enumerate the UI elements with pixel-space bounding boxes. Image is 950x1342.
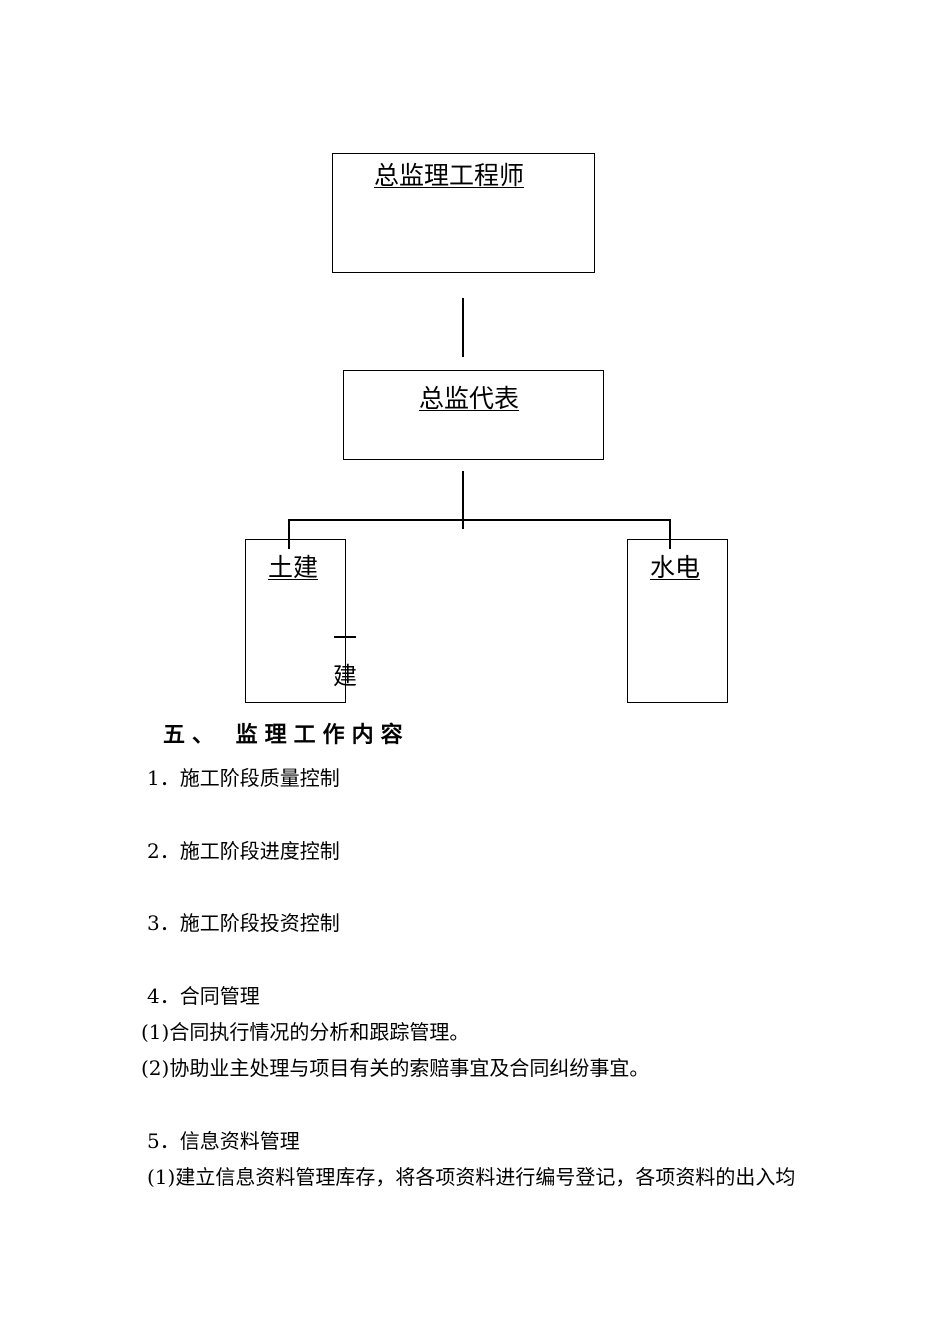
connector-left-drop xyxy=(288,519,290,549)
chief-engineer-label: 总监理工程师 xyxy=(374,161,525,190)
chief-representative-box xyxy=(343,370,604,460)
mep-box xyxy=(627,539,728,703)
chief-representative-label: 总监代表 xyxy=(419,384,520,413)
civil-label: 土建 xyxy=(268,553,319,582)
connector-right-drop xyxy=(669,519,671,549)
civil-note-top: 一 xyxy=(333,624,357,652)
mep-label: 水电 xyxy=(650,553,701,582)
section-heading: 五、 监理工作内容 xyxy=(163,722,410,748)
civil-note-bottom: 建 xyxy=(333,662,357,690)
item-information-sub-1: (1)建立信息资料管理库存，将各项资料进行编号登记，各项资料的出入均 xyxy=(147,1165,796,1189)
item-quality-control: 1．施工阶段质量控制 xyxy=(147,766,340,790)
item-schedule-control: 2．施工阶段进度控制 xyxy=(147,839,340,863)
item-information-management: 5．信息资料管理 xyxy=(147,1129,300,1153)
item-contract-sub-2: (2)协助业主处理与项目有关的索赔事宜及合同纠纷事宜。 xyxy=(141,1056,650,1080)
connector-top-vertical xyxy=(462,298,464,357)
chief-engineer-box xyxy=(332,153,595,273)
item-contract-sub-1: (1)合同执行情况的分析和跟踪管理。 xyxy=(141,1020,470,1044)
item-investment-control: 3．施工阶段投资控制 xyxy=(147,911,340,935)
connector-mid-vertical xyxy=(462,471,464,529)
item-contract-management: 4．合同管理 xyxy=(147,984,260,1008)
connector-horizontal xyxy=(288,519,671,521)
civil-box xyxy=(245,539,346,703)
